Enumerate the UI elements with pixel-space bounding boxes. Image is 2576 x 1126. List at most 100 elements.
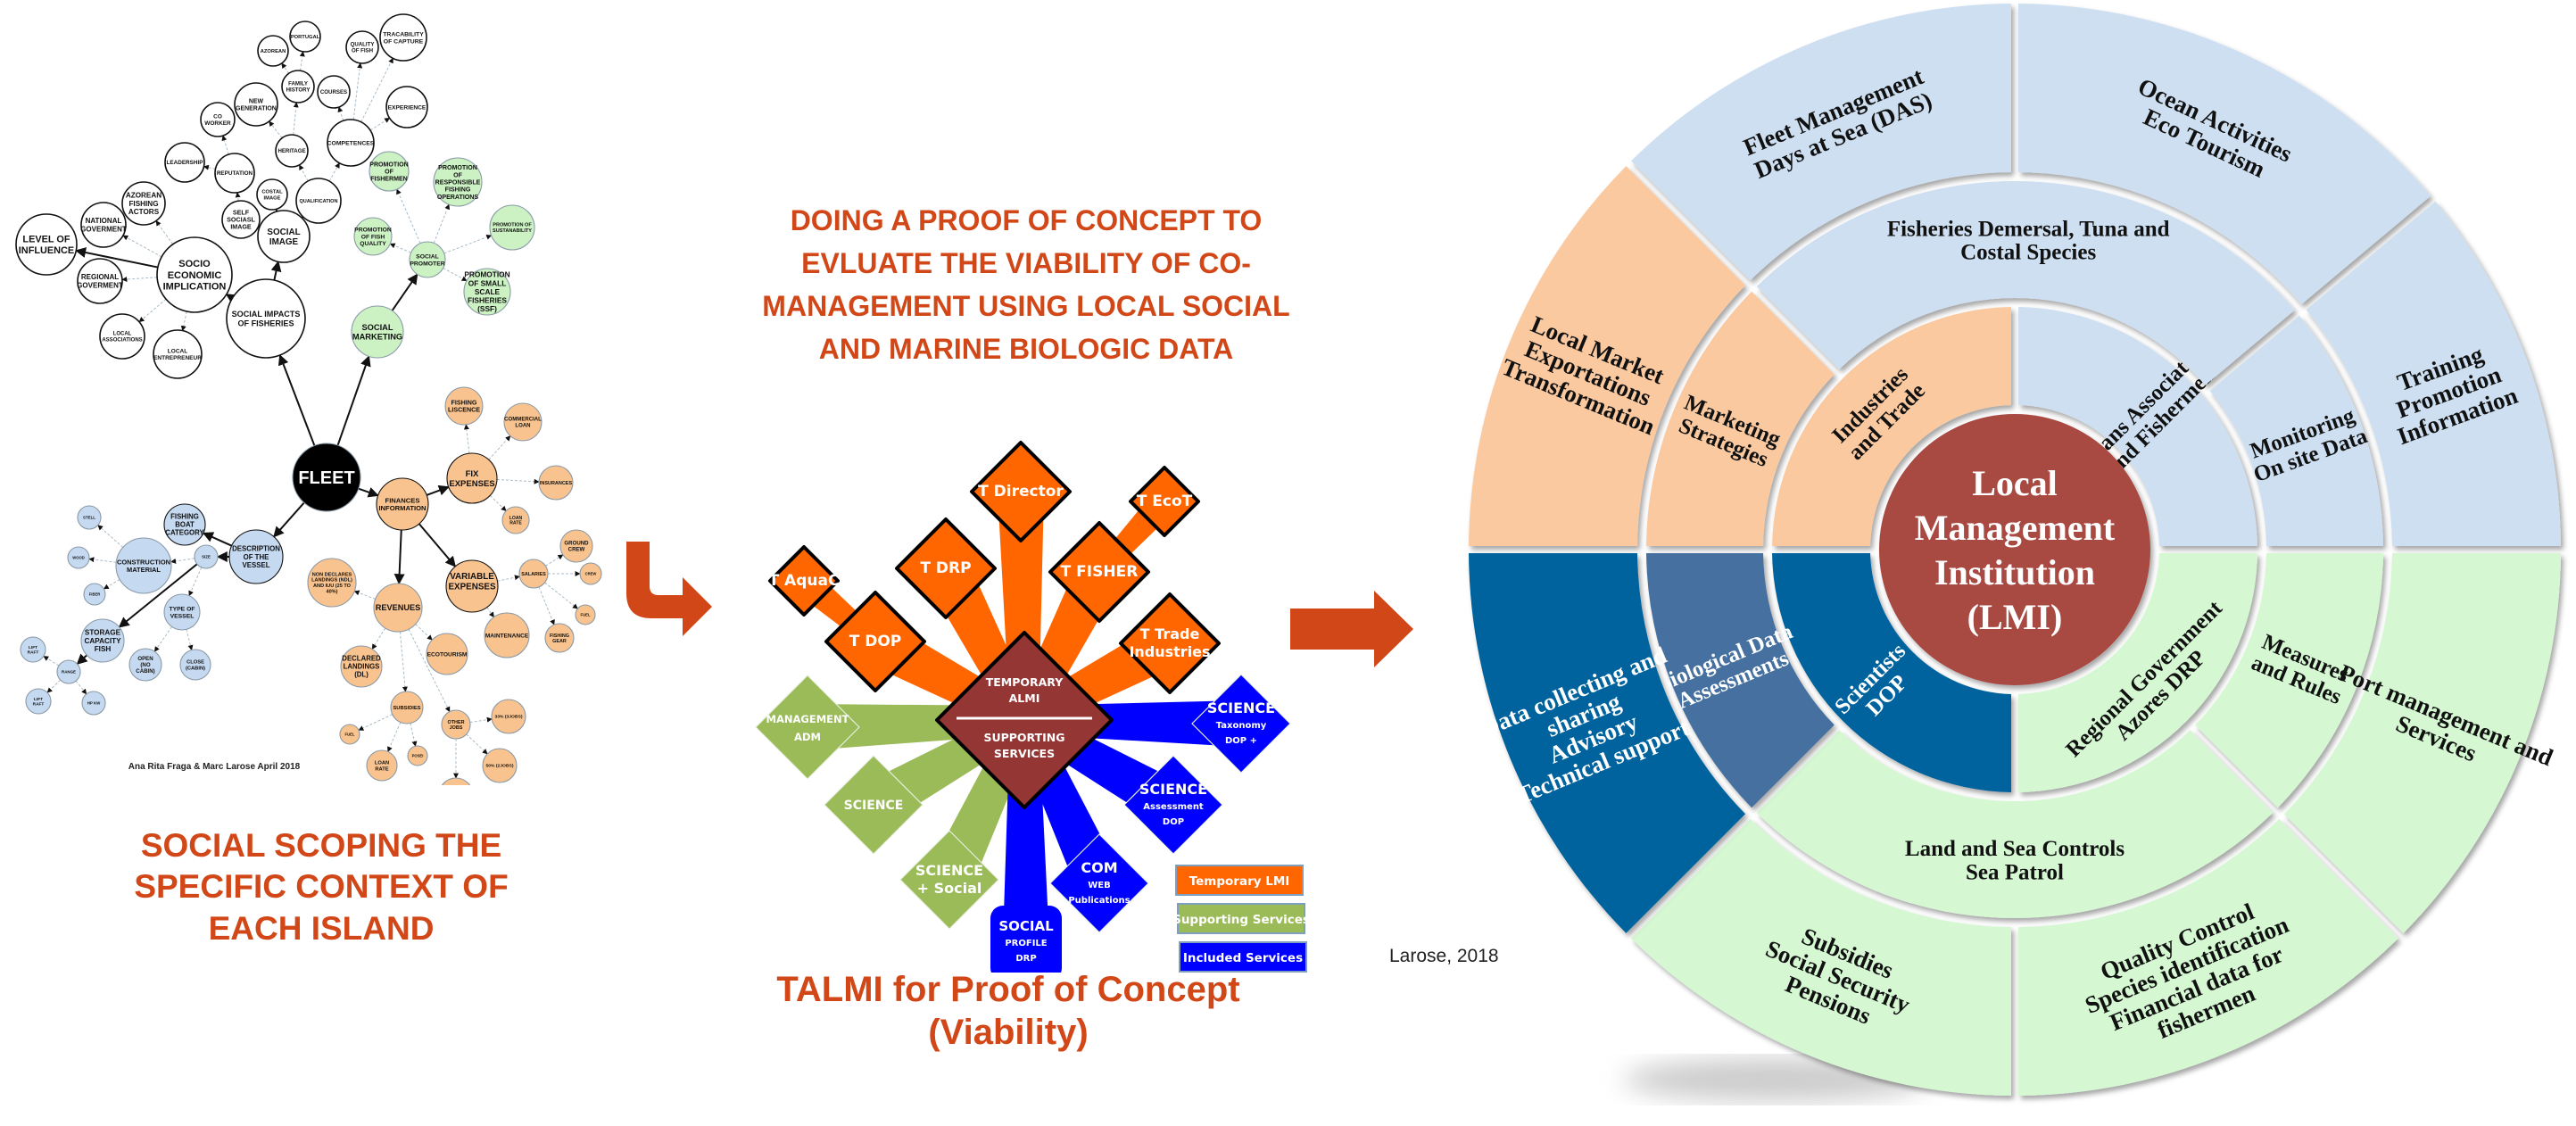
talmi-node-label: COM: [1081, 859, 1117, 876]
talmi-node-label: DRP: [1015, 954, 1036, 964]
mind-map-node-label: HERITAGE: [277, 148, 305, 154]
segment-training: TrainingPromotionInformation: [2306, 201, 2561, 547]
mind-map-edge: [463, 424, 470, 454]
segment-label-line: Sea Patrol: [1966, 860, 2064, 884]
mind-map-edge: [75, 247, 159, 269]
mind-map-node-label: COURSES: [320, 89, 347, 95]
center-bottom-label: SERVICES: [994, 747, 1055, 760]
lmi-center-label: Local: [1972, 463, 2058, 503]
mind-map-edge: [360, 57, 393, 122]
mind-map-node-size: SIZE: [194, 544, 219, 569]
mind-map-edge: [277, 353, 316, 446]
legend-label: Supporting Services: [1172, 913, 1310, 927]
mind-map-node-label: POSEI: [412, 753, 424, 758]
mind-map-edge: [369, 117, 391, 131]
bent-arrow-icon: [626, 542, 712, 636]
lmi-center-label: Institution: [1934, 552, 2095, 592]
mind-map-edge: [399, 631, 408, 692]
mind-map-edge: [270, 261, 282, 281]
talmi-node-tdirector: T Director: [970, 441, 1072, 542]
mind-map-edge: [469, 716, 493, 724]
talmi-node-label: T Director: [978, 483, 1064, 501]
mind-map-edge: [396, 188, 421, 244]
mind-map-edge: [415, 624, 433, 641]
mind-map-edge: [153, 626, 172, 652]
lmi-center-label: (LMI): [1967, 597, 2063, 637]
mind-map-node-label: LEADERSHIP: [167, 160, 204, 166]
mind-map-edge: [46, 679, 62, 693]
talmi-node-label: SCIENCE: [1207, 700, 1275, 716]
segment-port-management-and: Port management andServices: [2283, 552, 2561, 933]
mind-map-node-compet: COMPETENCES: [327, 119, 375, 167]
mind-map-edge: [328, 162, 340, 182]
talmi-node-label: SCIENCE: [844, 799, 904, 813]
mind-map-edge: [235, 192, 241, 202]
mind-map-edge: [426, 484, 450, 496]
mind-map-node-crew: CREW: [579, 562, 602, 585]
mind-map-edge: [43, 655, 60, 666]
talmi-node-label: T DOP: [849, 633, 902, 650]
mind-map-edge: [122, 235, 162, 258]
talmi-node-tdop: T DOP: [824, 591, 926, 692]
talmi-node-label: PROFILE: [1005, 939, 1047, 948]
mind-map-edge: [387, 722, 402, 752]
segment-industries: Industriesand Trade: [1772, 307, 2012, 547]
talmi-node-label: SCIENCE: [1139, 781, 1207, 798]
mind-map-node-label: FLEET: [298, 468, 354, 488]
mind-map-node-label: CREW: [585, 571, 597, 575]
mind-map-credit: Ana Rita Fraga & Marc Larose April 2018: [128, 762, 301, 772]
segment-label-line: Costal Species: [1960, 241, 2096, 265]
mind-map-node-reput: REPUTATION: [214, 153, 255, 194]
mind-map-node-j33: 33% (3JOBS): [491, 699, 526, 734]
mind-map-edge: [281, 62, 290, 74]
segment-data-collecting-and: Data collecting andsharingAdvisoryTechni…: [1469, 552, 1746, 933]
mind-map-edge: [76, 653, 88, 666]
talmi-node-label: DOP +: [1225, 736, 1257, 746]
mind-map-node-salaries: SALARIES: [518, 559, 549, 589]
mind-map-node-j50: 50% (2JOBS): [482, 748, 518, 783]
talmi-node-tecot: T EcoT: [1129, 466, 1200, 537]
segment-marketing: MarketingStrategies: [1646, 291, 1835, 547]
mind-map-edge: [352, 62, 363, 120]
talmi-node-label: T FISHER: [1061, 563, 1139, 581]
mind-map-edge: [225, 294, 238, 304]
mind-map-node-fuel2: FUEL: [339, 724, 360, 745]
mind-map-node-heritage: HERITAGE: [275, 134, 309, 168]
mind-map-edge: [293, 102, 299, 136]
lmi-center-label: Management: [1915, 508, 2116, 548]
mind-map-edge: [544, 582, 578, 609]
segment-subsidies: SubsidiesSocial SecurityPensions: [1631, 818, 2011, 1096]
mind-map-edge: [186, 629, 194, 651]
mind-map-edge: [97, 525, 124, 548]
talmi-node-tfisher: T FISHER: [1048, 521, 1150, 623]
